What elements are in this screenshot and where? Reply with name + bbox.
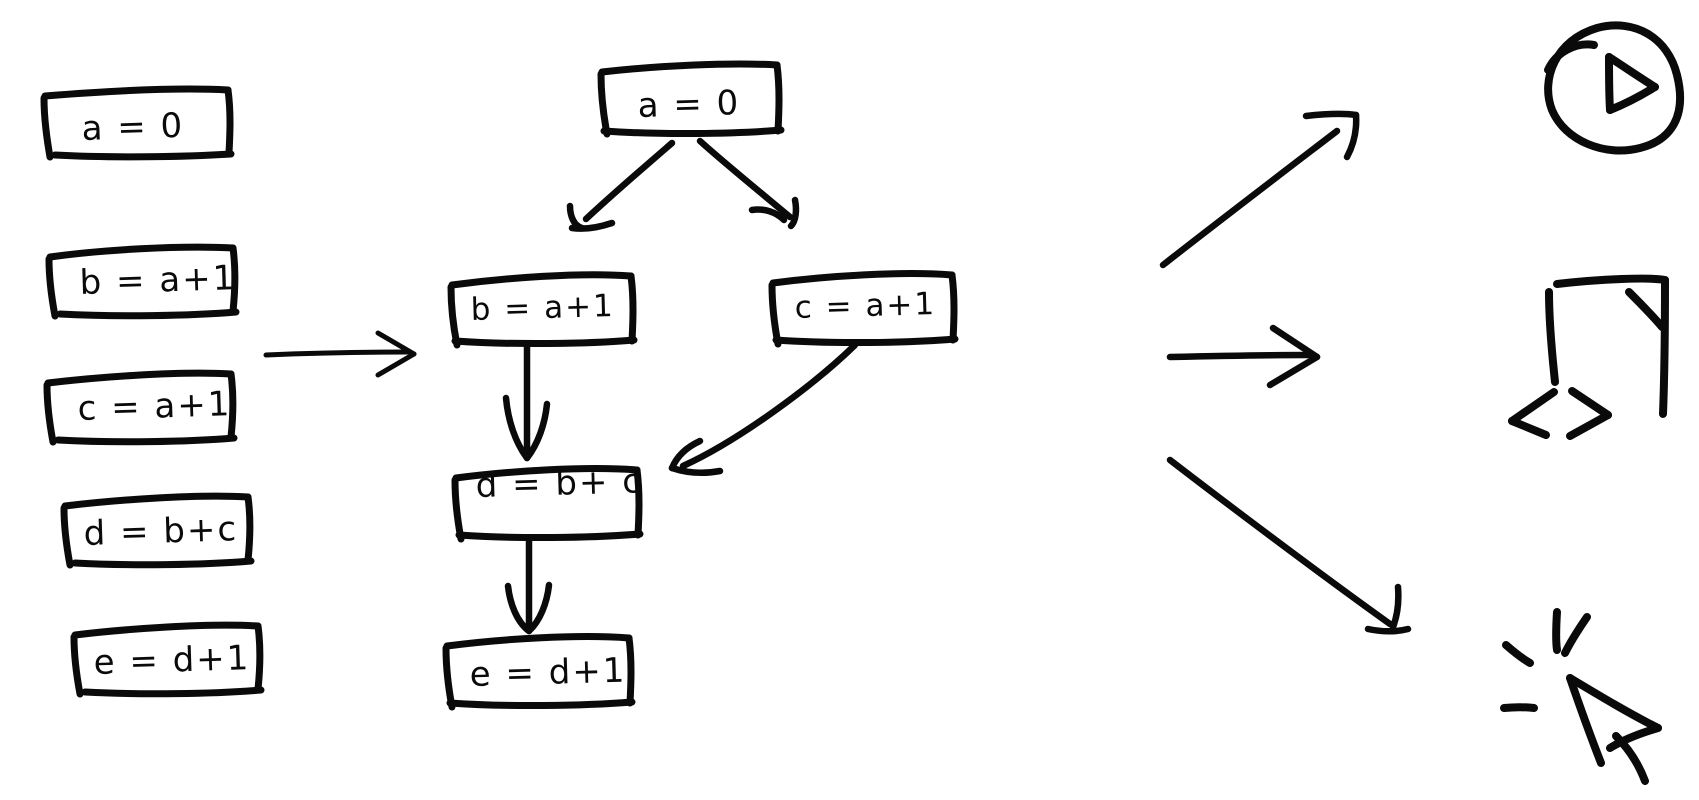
statement-box-d[interactable] <box>60 492 255 569</box>
graph-node-text-e: e = d+1 <box>469 651 627 695</box>
graph-node-text-b: b = a+1 <box>470 288 615 328</box>
graph-node-c[interactable] <box>768 270 959 348</box>
graph-node-d[interactable] <box>451 465 644 543</box>
transform-arrow <box>263 330 417 378</box>
output-arrow-right <box>1166 324 1321 389</box>
statement-text-a: a = 0 <box>81 106 185 149</box>
play-circle-icon[interactable] <box>1544 21 1685 155</box>
graph-edge-c-to-d <box>668 341 859 476</box>
statement-text-c: c = a+1 <box>77 384 232 429</box>
statement-text-d: d = b+c <box>83 509 239 554</box>
graph-node-e[interactable] <box>442 633 636 711</box>
code-window-icon[interactable] <box>1508 274 1669 440</box>
output-arrow-down <box>1166 456 1412 635</box>
statement-text-e: e = d+1 <box>93 638 251 683</box>
statement-box-a[interactable] <box>40 85 235 161</box>
statement-text-b: b = a+1 <box>79 258 237 303</box>
statement-box-e[interactable] <box>70 621 265 698</box>
graph-node-a[interactable] <box>597 60 785 138</box>
click-cursor-icon[interactable] <box>1500 608 1662 785</box>
graph-node-text-a: a = 0 <box>637 83 741 126</box>
graph-node-b[interactable] <box>447 271 638 349</box>
output-arrow-up <box>1159 110 1360 269</box>
graph-edge-a-to-c <box>696 137 800 230</box>
statement-box-b[interactable] <box>45 243 240 320</box>
statement-box-c[interactable] <box>43 369 238 446</box>
graph-node-text-c: c = a+1 <box>794 286 936 326</box>
graph-node-text-d: d = b+ c <box>475 461 643 506</box>
graph-edge-d-to-e <box>504 536 553 635</box>
graph-edge-a-to-b <box>566 139 676 232</box>
graph-edge-b-to-d <box>502 342 551 462</box>
